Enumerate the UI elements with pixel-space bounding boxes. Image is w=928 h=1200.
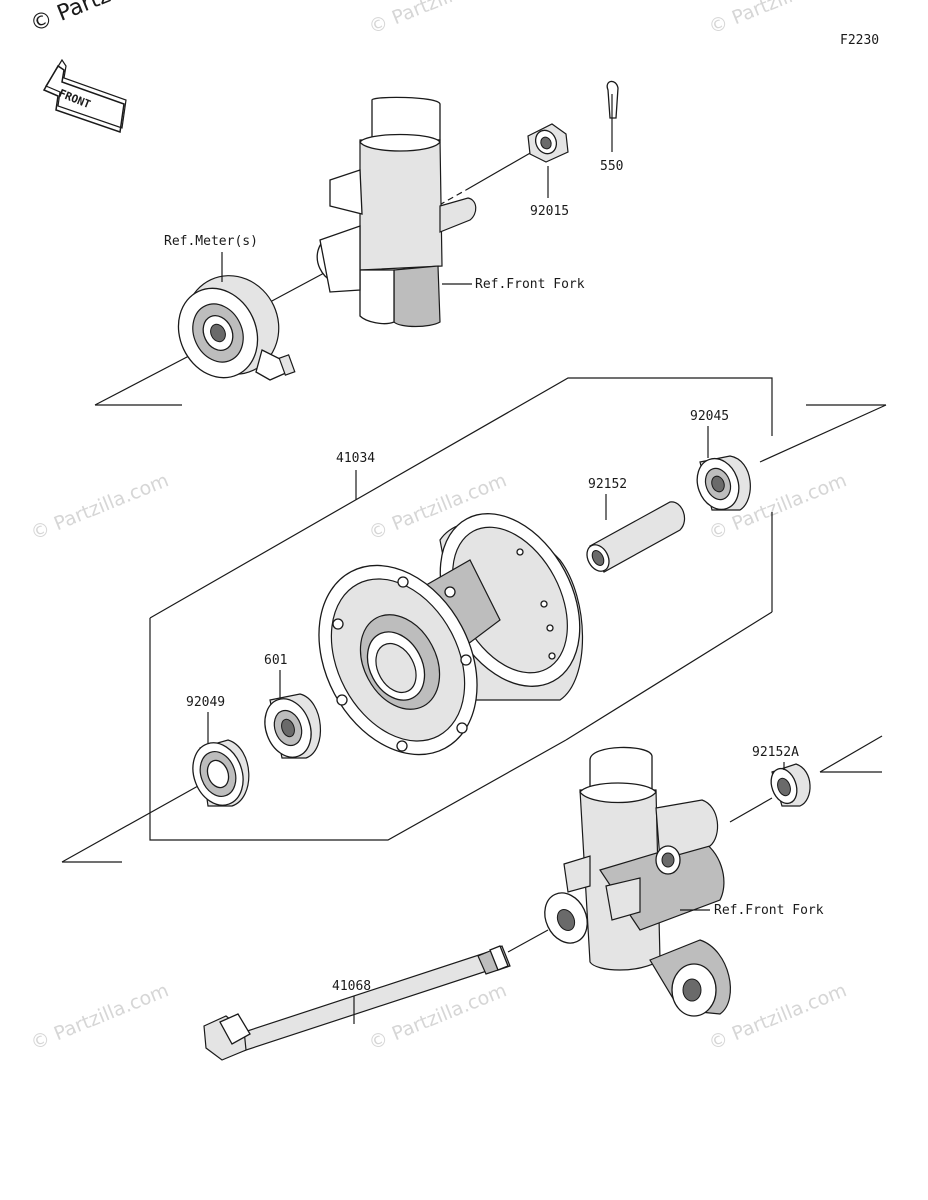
front-arrow-icon: FRONT: [42, 58, 127, 134]
hub-41034: [318, 513, 583, 756]
label-92015: 92015: [530, 204, 569, 219]
bottom-labels: 92152A Ref.Front Fork 41068: [332, 745, 824, 1024]
hub-assembly-outline: [61, 377, 887, 863]
bearing-92045: [696, 455, 751, 511]
front-fork-bottom: [544, 746, 731, 1017]
top-axis-lines: [94, 151, 533, 406]
nut-92015: [527, 123, 569, 163]
bottom-axis-lines: [507, 735, 883, 953]
label-92152: 92152: [588, 477, 627, 492]
watermark: © Partzilla.com: [706, 0, 850, 39]
watermark: © Partzilla.com: [28, 979, 172, 1054]
label-41034: 41034: [336, 451, 375, 466]
label-92152a: 92152A: [752, 745, 799, 760]
oil-seal-92049: [192, 739, 250, 807]
axle-41068: [203, 945, 511, 1061]
cotter-pin-550: [606, 80, 619, 119]
watermark: © Partzilla.com: [28, 469, 172, 544]
middle-labels: 41034 92045 92152 601 92049: [186, 409, 729, 744]
label-601: 601: [264, 653, 287, 668]
collar-92152: [586, 501, 685, 573]
label-41068: 41068: [332, 979, 371, 994]
collar-92152a: [770, 763, 811, 807]
bearing-601: [264, 693, 321, 759]
diagram-code: F2230: [840, 33, 879, 48]
meter-gear-box: [177, 275, 296, 381]
top-labels: Ref.Meter(s) Ref.Front Fork 550 92015: [164, 118, 623, 292]
front-fork-top: [316, 96, 477, 328]
label-ref-meter: Ref.Meter(s): [164, 234, 258, 249]
watermark: © Partzilla.com: [366, 0, 510, 39]
label-550: 550: [600, 159, 623, 174]
label-ref-front-fork-bottom: Ref.Front Fork: [714, 903, 824, 918]
watermark-top-left: © Partzilla.com: [27, 0, 194, 38]
label-ref-front-fork-top: Ref.Front Fork: [475, 277, 585, 292]
label-92049: 92049: [186, 695, 225, 710]
label-92045: 92045: [690, 409, 729, 424]
